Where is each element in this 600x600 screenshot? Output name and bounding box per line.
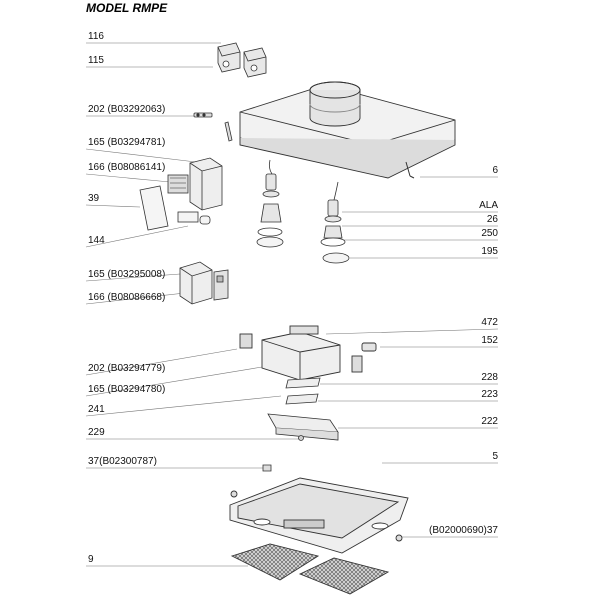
callout-39: 39 [88, 193, 100, 204]
callout-116: 116 [88, 31, 104, 42]
callout-5: 5 [492, 451, 498, 462]
callout-165-a: 165 (B03294781) [88, 137, 166, 148]
callout-241: 241 [88, 404, 105, 415]
lamp-assembly-left [256, 159, 284, 248]
callout-250: 250 [481, 228, 498, 239]
switch-parts [267, 377, 339, 441]
callout-115: 115 [88, 55, 104, 66]
callout-165-c: 165 (B03294780) [88, 384, 166, 395]
knob-37-left [262, 464, 272, 472]
callout-152: 152 [481, 335, 498, 346]
control-box-middle [179, 261, 229, 305]
callout-228: 228 [481, 372, 498, 383]
callout-9: 9 [88, 554, 94, 565]
fan-housing [239, 325, 377, 381]
hood-body [239, 81, 456, 179]
callout-472: 472 [481, 317, 498, 328]
side-bracket [224, 121, 233, 142]
bottom-tray [229, 477, 409, 554]
screws-202 [193, 112, 213, 118]
callout-202-a: 202 (B03292063) [88, 104, 166, 115]
callout-166-b: 166 (B08086668) [88, 292, 166, 303]
callout-222: 222 [481, 416, 498, 427]
callout-165-b: 165 (B03295008) [88, 269, 166, 280]
callout-144: 144 [88, 235, 105, 246]
callout-166-a: 166 (B08086141) [88, 162, 166, 173]
callout-6: 6 [492, 165, 498, 176]
callout-37-b: (B02000690)37 [429, 525, 498, 536]
callout-202-b: 202 (B03294779) [88, 363, 166, 374]
callout-ala: ALA [479, 200, 498, 211]
cover-plate-39 [139, 185, 169, 231]
leader-lines-left [85, 42, 300, 567]
page-title: MODEL RMPE [86, 1, 168, 15]
hook-6 [405, 161, 415, 179]
lamp-assembly-right [320, 181, 350, 264]
leader-lines-right [318, 176, 499, 538]
clamp-116 [217, 42, 267, 78]
grease-filters [230, 543, 390, 595]
control-box-upper [167, 157, 223, 225]
callout-37-a: 37(B02300787) [88, 456, 157, 467]
callout-223: 223 [481, 389, 498, 400]
callout-26: 26 [486, 214, 498, 225]
callout-195: 195 [481, 246, 498, 257]
callout-229: 229 [88, 427, 105, 438]
